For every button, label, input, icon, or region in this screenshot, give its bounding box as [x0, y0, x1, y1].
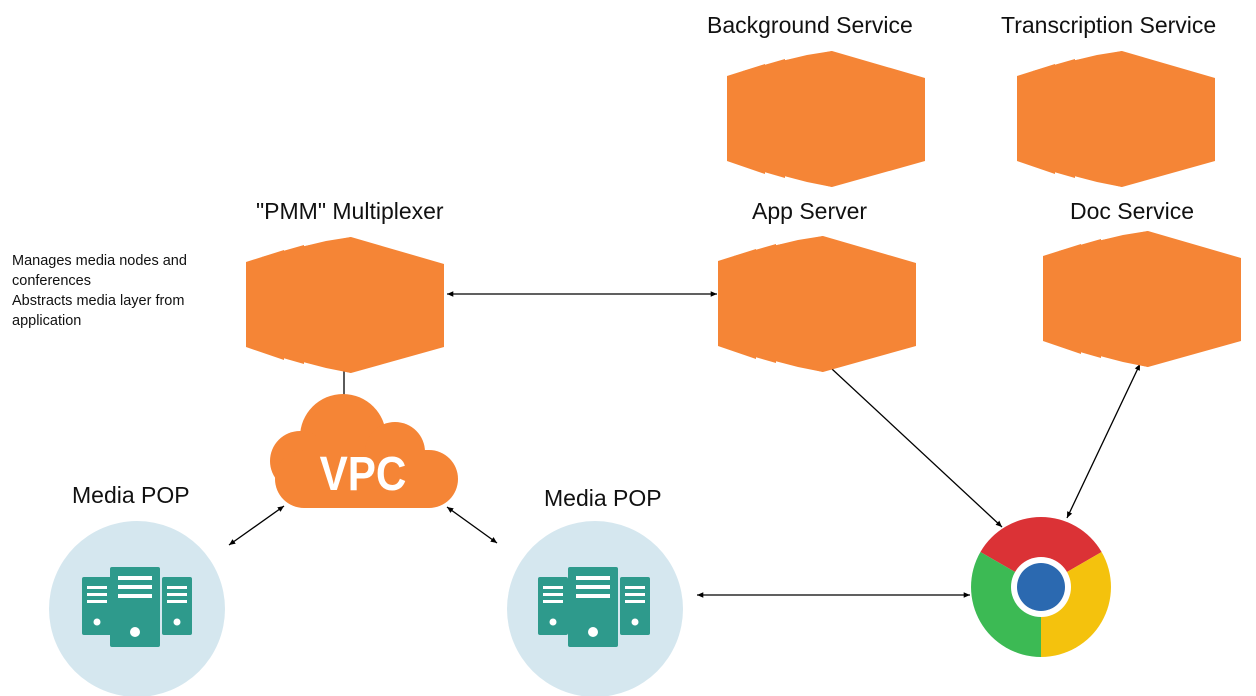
background-service-icon — [727, 51, 925, 187]
media-pop-left-icon — [49, 521, 225, 696]
pmm-note-line: conferences — [12, 273, 91, 289]
app-server-label: App Server — [752, 198, 868, 224]
connector-vpc-media-pop-left — [228, 505, 285, 546]
vpc-label: VPC — [320, 446, 407, 500]
doc-service-label: Doc Service — [1070, 198, 1194, 224]
transcription-service-label: Transcription Service — [1001, 12, 1217, 38]
pmm-multiplexer-label: "PMM" Multiplexer — [256, 198, 444, 224]
media-pop-center-icon — [507, 521, 683, 696]
app-server-icon — [718, 236, 916, 372]
connector-vpc-media-pop-center — [446, 506, 498, 544]
connector-doc-service-browser — [1066, 363, 1141, 519]
vpc-cloud-icon: VPC — [270, 394, 458, 508]
connector-app-server-browser — [817, 355, 1003, 528]
background-service-label: Background Service — [707, 12, 913, 38]
media-pop-left-label: Media POP — [72, 482, 190, 508]
chrome-browser-icon — [971, 517, 1111, 657]
pmm-note-line: application — [12, 313, 82, 329]
pmm-multiplexer-notes: Manages media nodes and conferences Abst… — [12, 251, 187, 331]
pmm-multiplexer-icon — [246, 237, 444, 373]
media-pop-center-label: Media POP — [544, 485, 662, 511]
doc-service-icon — [1043, 231, 1241, 367]
pmm-note-line: Manages media nodes and — [12, 253, 187, 269]
transcription-service-icon — [1017, 51, 1215, 187]
pmm-note-line: Abstracts media layer from — [12, 293, 185, 309]
connections — [228, 291, 1141, 598]
